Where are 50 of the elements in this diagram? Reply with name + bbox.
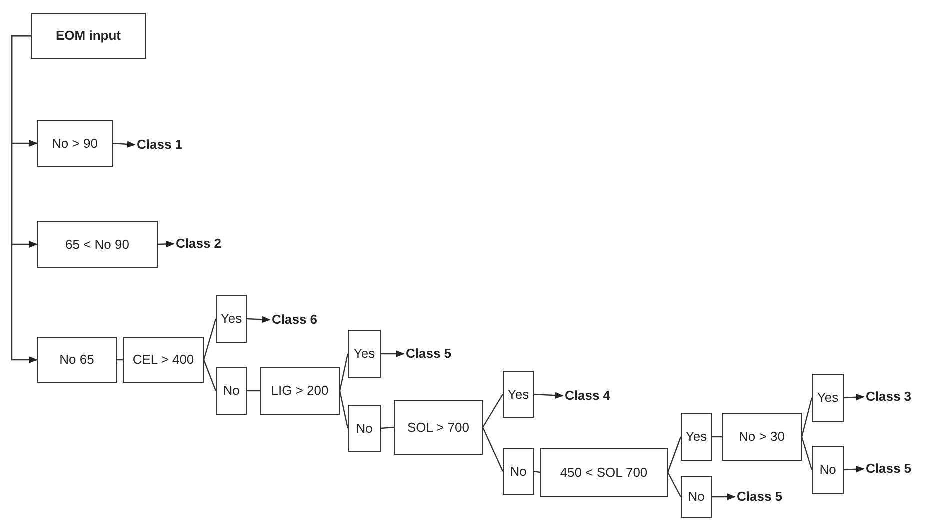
decision-box: No xyxy=(812,446,844,494)
class-label: Class 4 xyxy=(565,387,625,405)
connector-line xyxy=(667,436,682,473)
decision-box: SOL > 700 xyxy=(394,400,483,455)
class-label: Class 5 xyxy=(406,345,466,363)
decision-box: CEL > 400 xyxy=(123,337,204,383)
arrow xyxy=(158,240,175,248)
decision-box: No xyxy=(348,405,381,452)
class-label: Class 3 xyxy=(866,388,924,406)
class-label: Class 5 xyxy=(737,488,797,506)
connector-line xyxy=(247,390,260,392)
connector-line xyxy=(801,436,813,470)
arrow xyxy=(844,466,865,473)
decision-box: Yes xyxy=(348,330,381,378)
arrow xyxy=(844,394,865,401)
decision-box: Yes xyxy=(216,295,247,343)
decision-box: No > 30 xyxy=(722,413,802,461)
arrow xyxy=(381,350,405,358)
connector-line xyxy=(801,398,813,438)
arrow xyxy=(112,141,136,148)
connector-line xyxy=(667,472,682,498)
decision-box: No xyxy=(681,476,712,518)
decision-box: No xyxy=(503,448,534,495)
class-label: Class 5 xyxy=(866,460,924,478)
arrow xyxy=(246,316,271,324)
connector-line xyxy=(203,318,217,360)
connector-line xyxy=(712,436,722,438)
connector-line xyxy=(339,354,349,392)
decision-box: Yes xyxy=(503,371,534,418)
connector-line xyxy=(482,427,504,472)
connector-line xyxy=(534,470,540,474)
connector-line xyxy=(482,394,504,428)
connector-line xyxy=(380,426,394,430)
decision-box: 65 < No 90 xyxy=(37,221,158,268)
input-box: EOM input xyxy=(31,13,146,59)
class-label: Class 2 xyxy=(176,235,236,253)
connector-line xyxy=(339,390,349,429)
decision-box: No 65 xyxy=(37,337,117,383)
arrow xyxy=(712,494,736,500)
connector-line xyxy=(203,360,217,392)
decision-box: No > 90 xyxy=(37,120,113,167)
decision-box: Yes xyxy=(812,374,844,422)
arrow xyxy=(534,392,564,399)
arrow xyxy=(11,35,38,364)
class-label: Class 6 xyxy=(272,311,332,329)
class-label: Class 1 xyxy=(137,136,197,154)
decision-box: Yes xyxy=(681,413,712,461)
decision-box: No xyxy=(216,367,247,415)
decision-box: LIG > 200 xyxy=(260,367,340,415)
decision-box: 450 < SOL 700 xyxy=(540,448,668,497)
